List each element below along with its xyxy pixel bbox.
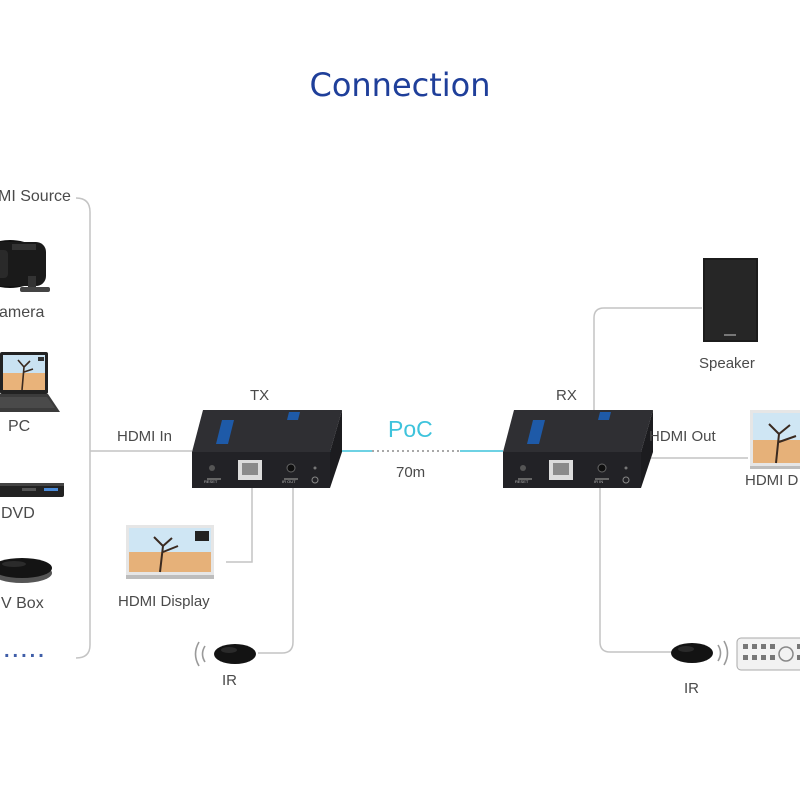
remote-control-icon (736, 637, 800, 671)
rx-reset-text: RESET (515, 479, 529, 484)
rx-ir-line (599, 488, 672, 653)
source-label-camera: amera (0, 304, 45, 321)
speaker-label: Speaker (699, 355, 755, 372)
source-more-dots: ..... (4, 640, 47, 662)
tx-tv-display-icon (126, 525, 214, 579)
poc-label: PoC (388, 416, 433, 442)
camera-icon (0, 240, 50, 292)
speaker-icon (703, 258, 758, 342)
dvd-player-icon (0, 483, 64, 497)
tx-ir-out-text: IR OUT (282, 479, 296, 484)
source-label-dvd: DVD (1, 505, 35, 522)
hdmi-in-label: HDMI In (117, 428, 173, 445)
tx-display-label: HDMI Display (118, 593, 210, 610)
tv-box-icon (0, 558, 52, 583)
connector-lines (75, 197, 748, 659)
signal-wave-icon (194, 641, 206, 667)
tx-extender-device (192, 410, 342, 488)
rx-ir-in-text: IR IN (594, 479, 604, 484)
tx-display-line (226, 488, 253, 563)
source-label-tv-box: V Box (1, 595, 44, 612)
source-bracket-line (75, 197, 91, 659)
distance-label: 70m (396, 464, 426, 481)
laptop-icon (0, 352, 60, 412)
rx-display-label: HDMI D (745, 472, 799, 489)
hdmi-out-label: HDMI Out (649, 428, 716, 445)
tx-ir-line (258, 488, 294, 654)
source-label-pc: PC (8, 418, 31, 435)
rx-tv-display-icon (750, 410, 800, 469)
tx-ir-label: IR (222, 672, 237, 689)
rx-label: RX (556, 387, 577, 404)
tx-ir-sensor-icon (194, 641, 256, 667)
tx-label: TX (250, 387, 270, 404)
source-header: MI Source (0, 188, 71, 205)
page-title: Connection (309, 66, 491, 104)
rx-extender-device (503, 410, 653, 488)
rx-ir-label: IR (684, 680, 699, 697)
signal-wave-icon (717, 640, 729, 666)
rx-ir-sensor-icon (671, 640, 729, 666)
tx-reset-text: RESET (204, 479, 218, 484)
rx-speaker-line (593, 307, 702, 412)
